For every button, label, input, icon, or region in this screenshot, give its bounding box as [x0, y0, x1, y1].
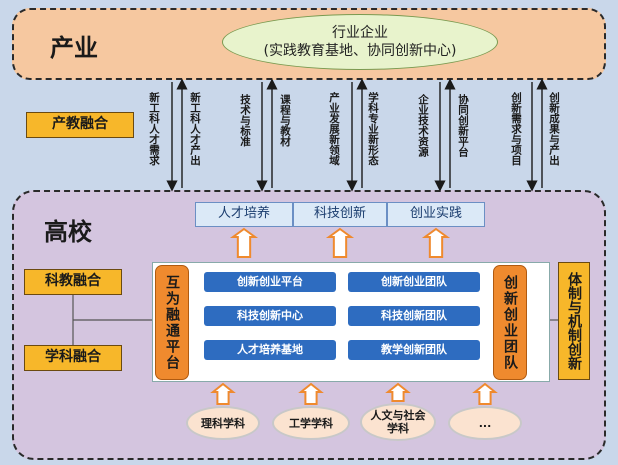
mechanism-innovation-label: 体制与机制创新 [558, 262, 590, 380]
enterprise-subtitle: (实践教育基地、协同创新中心) [263, 43, 457, 59]
science-education-label: 科教融合 [24, 269, 122, 295]
enterprise-ellipse: 行业企业 (实践教育基地、协同创新中心) [222, 14, 498, 70]
platform-left-label: 互为融通平台 [155, 265, 189, 380]
flow-label-10: 创新成果与产出 [548, 92, 560, 166]
flow-label-3: 技术与标准 [239, 94, 251, 147]
platform-item-2: 科技创新中心 [204, 306, 336, 326]
flow-label-9: 创新需求与项目 [510, 92, 522, 166]
discipline-humanities: 人文与社会学科 [360, 403, 436, 441]
platform-item-1: 创新创业平台 [204, 272, 336, 292]
discipline-engineering: 工学学科 [272, 406, 350, 440]
platform-item-3: 人才培养基地 [204, 340, 336, 360]
enterprise-name: 行业企业 [332, 25, 388, 41]
outcome-talent: 人才培养 [195, 202, 293, 227]
up-arrow-humanities [385, 382, 411, 402]
flow-label-4: 课程与教材 [279, 94, 291, 147]
discipline-fusion-label: 学科融合 [24, 345, 122, 371]
team-item-2: 科技创新团队 [348, 306, 480, 326]
outcome-tech: 科技创新 [293, 202, 387, 227]
integration-label: 产教融合 [26, 112, 134, 138]
team-item-3: 教学创新团队 [348, 340, 480, 360]
flow-label-7: 企业技术资源 [417, 94, 429, 157]
up-arrow-science [210, 382, 236, 405]
up-arrow-talent [229, 227, 259, 258]
flow-label-1: 新工科人才需求 [148, 92, 160, 166]
flow-label-5: 产业发展新领域 [328, 92, 340, 166]
outcome-venture: 创业实践 [387, 202, 485, 227]
university-title: 高校 [44, 218, 92, 246]
flow-label-2: 新工科人才产出 [189, 92, 201, 166]
discipline-more: ... [448, 406, 522, 440]
flow-label-8: 协同创新平台 [457, 94, 469, 157]
platform-right-label: 创新创业团队 [493, 265, 527, 380]
discipline-science: 理科学科 [186, 406, 260, 440]
team-item-1: 创新创业团队 [348, 272, 480, 292]
up-arrow-engineering [298, 382, 324, 405]
up-arrow-more [472, 382, 498, 405]
flow-label-6: 学科专业新形态 [367, 92, 379, 166]
industry-title: 产业 [50, 34, 98, 62]
up-arrow-venture [421, 227, 451, 258]
up-arrow-tech [325, 227, 355, 258]
